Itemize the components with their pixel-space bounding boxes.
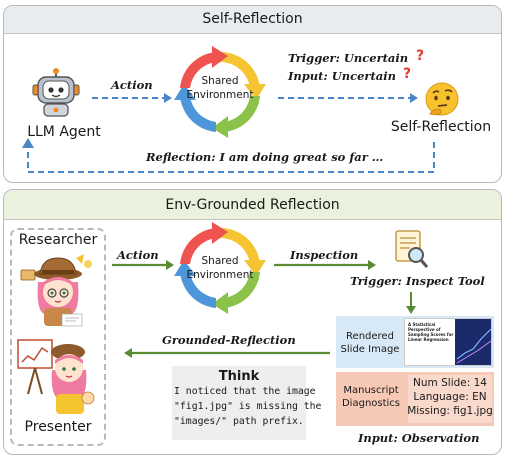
magnifier-document-icon	[395, 230, 429, 268]
bottom-env-label-1: Shared	[201, 255, 239, 267]
researcher-character-icon	[20, 254, 92, 327]
top-env-to-reflection-arrow	[278, 93, 418, 103]
self-reflection-header: Self-Reflection	[4, 6, 501, 34]
diagnostics-values-box	[408, 375, 492, 423]
env-grounded-title: Env-Grounded Reflection	[165, 197, 340, 213]
rendered-label-1: Rendered	[346, 331, 394, 342]
self-reflection-target-label: Self-Reflection	[390, 119, 492, 135]
bottom-action-label: Action	[117, 248, 159, 262]
robot-icon	[32, 68, 80, 117]
slide-thumbnail-chart	[455, 319, 491, 365]
bottom-action-arrow	[112, 260, 174, 270]
top-return-arrow	[22, 138, 435, 173]
bottom-environment-cycle-icon	[174, 222, 266, 314]
grounded-reflection-arrow	[124, 348, 330, 358]
inspection-label: Inspection	[290, 248, 359, 262]
env-grounded-header: Env-Grounded Reflection	[4, 190, 501, 220]
top-env-label-1: Shared	[201, 75, 239, 87]
self-reflection-title: Self-Reflection	[202, 11, 303, 27]
presenter-label: Presenter	[24, 419, 92, 435]
think-line-3: "images/" path prefix.	[174, 416, 304, 427]
think-line-1: I noticed that the image	[174, 386, 316, 397]
inspection-arrow	[274, 260, 376, 270]
bottom-env-label-2: Environment	[186, 269, 254, 281]
top-action-label: Action	[111, 78, 153, 92]
top-environment-cycle-icon	[174, 46, 266, 138]
input-observation-label: Input: Observation	[358, 431, 480, 445]
slide-thumbnail-title: A Statistical Perspective of Sampling Sc…	[408, 322, 454, 342]
think-box	[172, 366, 306, 440]
bottom-trigger-text: Trigger: Inspect Tool	[350, 274, 485, 288]
top-env-label-2: Environment	[186, 89, 254, 101]
trigger-to-observation-arrow	[406, 292, 416, 314]
top-reflection-text: Reflection: I am doing great so far …	[146, 150, 384, 164]
agents-dashed-box	[10, 228, 106, 446]
diag-missing: Missing: fig1.jpg	[407, 405, 493, 417]
diag-num-slide: Num Slide: 14	[413, 377, 487, 389]
top-input-text: Input: Uncertain	[288, 69, 396, 83]
researcher-label: Researcher	[18, 232, 98, 248]
manuscript-label-1: Manuscript	[343, 385, 399, 396]
top-trigger-text: Trigger: Uncertain	[288, 51, 409, 65]
top-input-question: ?	[403, 66, 412, 82]
presenter-character-icon	[17, 339, 95, 414]
rendered-label-2: Slide Image	[340, 344, 400, 355]
grounded-reflection-label: Grounded-Reflection	[162, 333, 296, 347]
rendered-slide-thumbnail: A Statistical Perspective of Sampling Sc…	[404, 318, 492, 366]
think-title: Think	[218, 369, 260, 384]
thinking-face-icon	[425, 82, 459, 116]
manuscript-label-2: Diagnostics	[341, 398, 401, 409]
top-action-arrow	[92, 93, 172, 103]
diag-language: Language: EN	[413, 391, 487, 403]
top-trigger-question: ?	[416, 48, 425, 64]
llm-agent-label: LLM Agent	[27, 124, 101, 140]
think-line-2: "fig1.jpg" is missing the	[174, 401, 322, 412]
